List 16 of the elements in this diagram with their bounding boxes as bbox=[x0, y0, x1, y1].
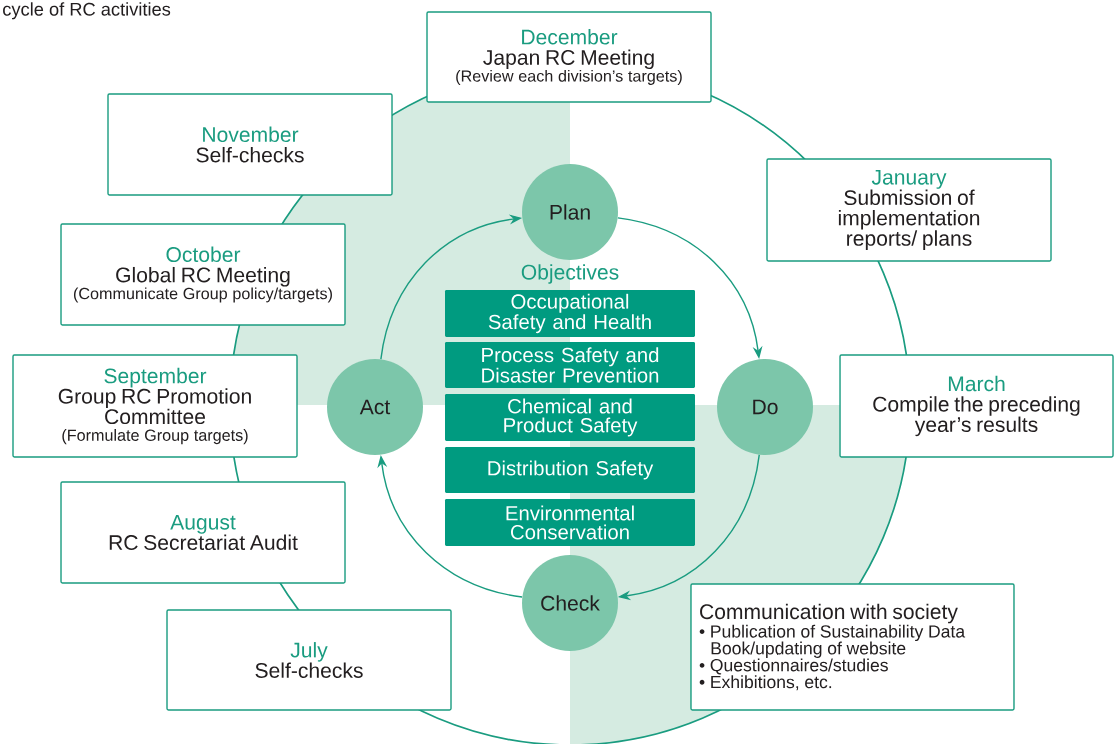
title: cycle of RC activities bbox=[3, 2, 171, 20]
objective-bar: Distribution Safety bbox=[445, 447, 695, 493]
objective-bar: Process Safety and Disaster Prevention bbox=[445, 342, 695, 388]
activity-box: Communication with society • Publication of Sustainability Data Book/updating of website • Questionnaires/studies • Exhibitions, etc. bbox=[690, 583, 1015, 711]
month-box: November Self-checks bbox=[107, 93, 393, 196]
objectives-heading: Objectives bbox=[521, 264, 619, 284]
month-box: December Japan RC Meeting (Review each division’s targets) bbox=[426, 11, 712, 103]
objective-bar: Occupational Safety and Health bbox=[445, 290, 695, 337]
objective-bar: Chemical and Product Safety bbox=[445, 394, 695, 441]
month-box: January Submission of implementation reports/ plans bbox=[766, 158, 1052, 262]
month-box: August RC Secretariat Audit bbox=[60, 481, 346, 584]
month-box: March Compile the preceding year’s results bbox=[839, 354, 1114, 458]
month-box: July Self-checks bbox=[166, 609, 452, 711]
objective-bar: Environmental Conservation bbox=[445, 499, 695, 546]
month-box: October Global RC Meeting (Communicate Group policy/targets) bbox=[60, 223, 346, 326]
month-box: September Group RC Promotion Committee (Formulate Group targets) bbox=[12, 354, 298, 458]
